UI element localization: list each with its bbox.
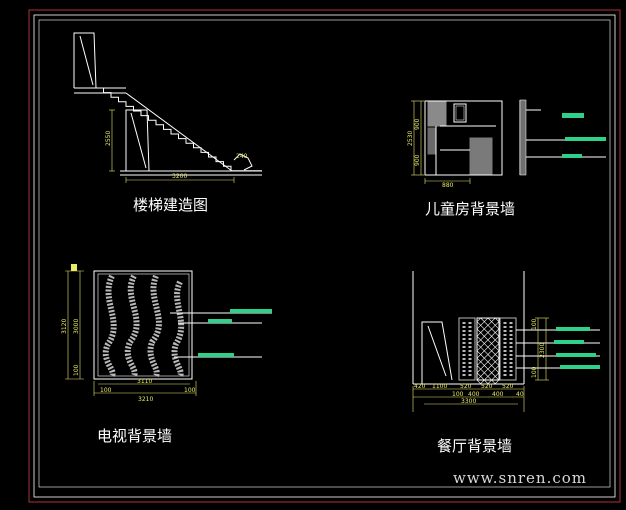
lattice-cell xyxy=(491,375,500,385)
tv-dim-total-height: 3120 xyxy=(61,319,68,334)
kids-dim-a: 900 xyxy=(414,118,421,130)
tv-wall-dimensions xyxy=(65,264,197,396)
tv-dim-height: 3000 xyxy=(73,319,80,334)
stair-drawing xyxy=(73,32,262,176)
dining-dim-c: 520 xyxy=(481,383,493,390)
stair-dim-height: 2550 xyxy=(105,131,112,146)
dining-dim-top: 100 xyxy=(531,318,538,330)
stair-title: 楼梯建造图 xyxy=(133,196,209,214)
kids-dim-b: 900 xyxy=(414,154,421,166)
tv-wall-title: 电视背景墙 xyxy=(97,427,173,445)
tv-dim-total-width: 3210 xyxy=(138,396,153,403)
lattice-cell xyxy=(476,375,485,385)
dining-dim-i: 40 xyxy=(516,391,524,398)
dining-dim-bottom: 100 xyxy=(531,366,538,378)
kids-room-dimensions xyxy=(411,100,471,184)
stair-dim-step: 240 xyxy=(236,153,248,160)
tv-dim-inner-width: 3110 xyxy=(137,378,152,385)
dining-dim-total: 3300 xyxy=(461,398,476,405)
dining-dim-b: 520 xyxy=(460,383,472,390)
dining-dimensions xyxy=(412,317,549,412)
dining-dim-h: 400 xyxy=(492,391,504,398)
dining-title: 餐厅背景墙 xyxy=(437,437,513,455)
dining-dim-g: 400 xyxy=(468,391,480,398)
kids-room-drawing xyxy=(424,99,606,176)
dining-dim-e: 420 xyxy=(414,383,426,390)
dining-dim-height: 2300 xyxy=(539,343,546,358)
tv-dim-left: 100 xyxy=(100,387,112,394)
watermark: www.snren.com xyxy=(453,469,587,487)
dining-dim-a: 1100 xyxy=(432,383,447,390)
drawing-frame xyxy=(28,9,621,503)
dining-dim-d: 520 xyxy=(502,383,514,390)
tv-dim-base: 100 xyxy=(73,364,80,376)
tv-dim-right: 100 xyxy=(184,387,196,394)
kids-dim-width: 880 xyxy=(442,182,454,189)
dining-drawing xyxy=(412,271,600,385)
stair-dim-length: 3200 xyxy=(172,173,187,180)
dining-dim-f: 100 xyxy=(452,391,464,398)
tv-wall-drawing xyxy=(93,270,272,380)
kids-room-title: 儿童房背景墙 xyxy=(425,200,516,218)
lattice-cell xyxy=(483,375,493,385)
stair-dimensions xyxy=(109,109,235,183)
kids-dim-height: 2530 xyxy=(407,131,414,146)
